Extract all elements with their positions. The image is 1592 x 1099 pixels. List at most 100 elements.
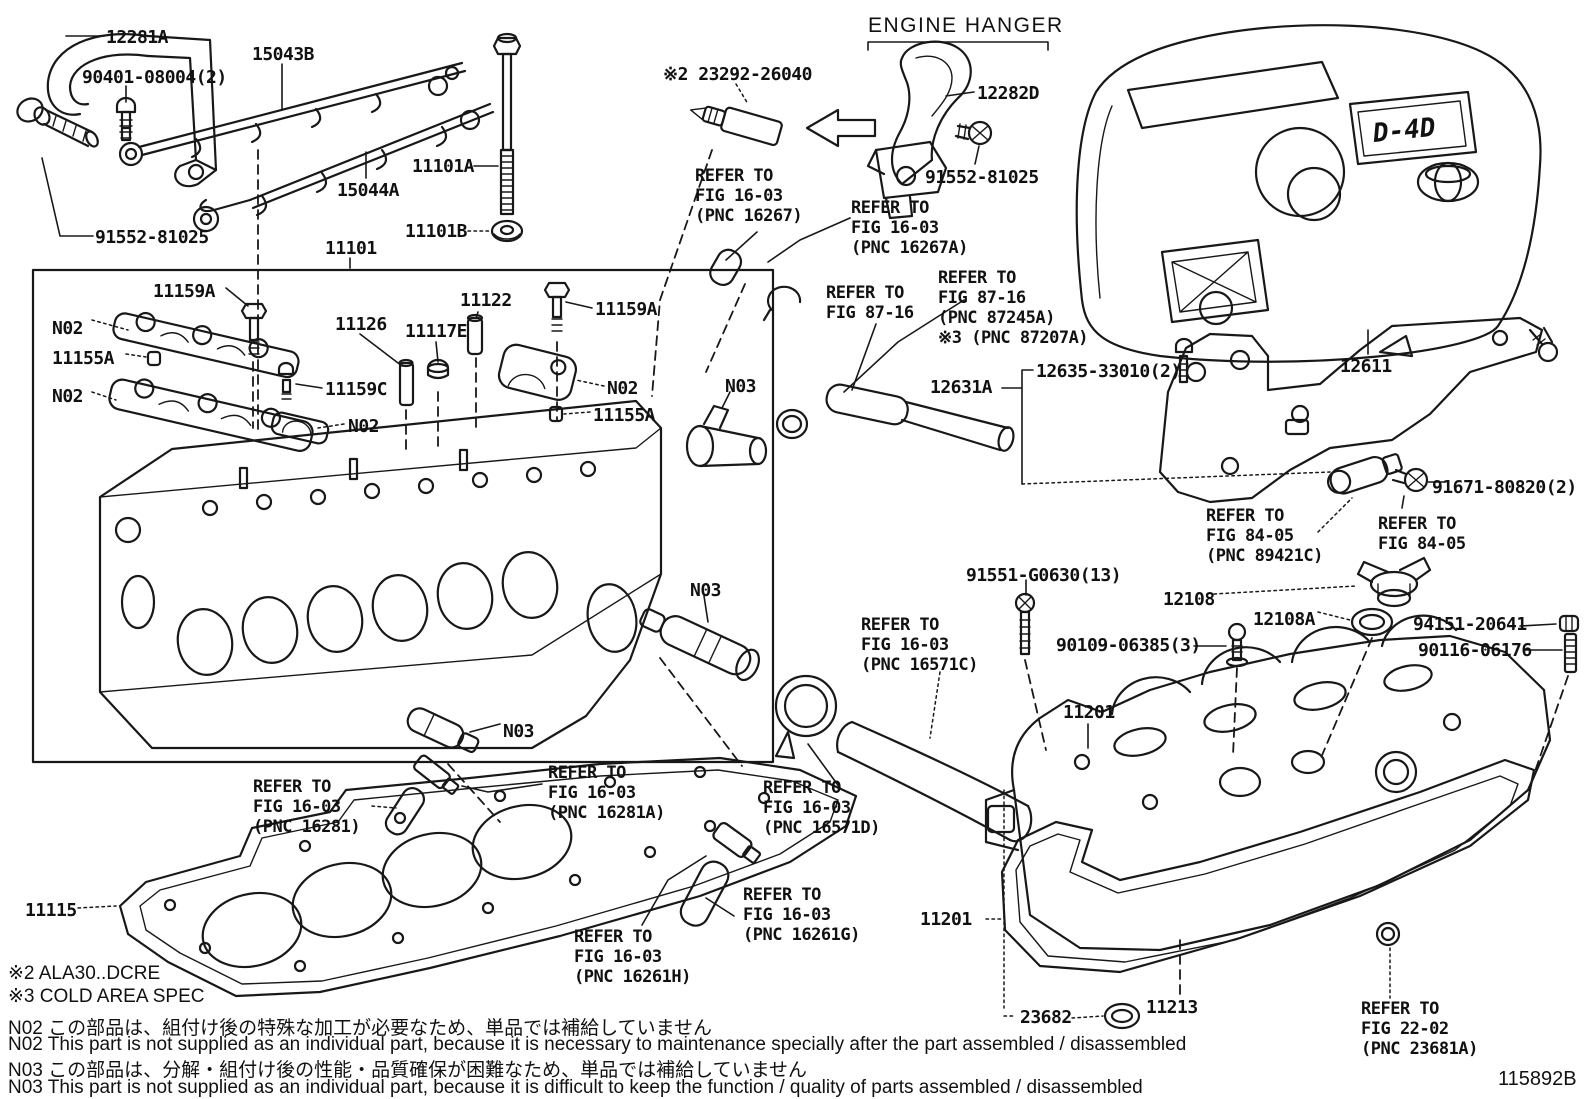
- drawing-washer-11101B: [490, 219, 524, 243]
- drawing-cam-sensor-89421C: [1326, 453, 1403, 495]
- drawing-rail-15043B: [118, 61, 467, 167]
- part-label-90116-06176: 90116-06176: [1418, 640, 1532, 661]
- drawing-water-pipe: [775, 383, 1015, 452]
- drawing-bolt-90401: [115, 96, 137, 142]
- part-label-91671-80820: 91671-80820(2): [1432, 477, 1577, 498]
- drawing-seal-12108A: [1350, 607, 1394, 637]
- note-spec3: ※3 COLD AREA SPEC: [8, 986, 205, 1007]
- arrow-icon: [805, 108, 877, 148]
- part-label-15044A: 15044A: [337, 180, 400, 201]
- drawing-bolt-91552-left: [16, 97, 99, 148]
- figure-code: 115892B: [1498, 1068, 1577, 1090]
- drawing-clamp-16261: [712, 821, 762, 864]
- part-label-11101: 11101: [325, 238, 377, 259]
- drawing-hose-16267: [709, 248, 802, 322]
- ref-fig16-03-pnc16261G: REFER TO FIG 16-03 (PNC 16261G): [743, 885, 860, 945]
- ref-fig84-05: REFER TO FIG 84-05: [1378, 514, 1466, 554]
- part-label-N02-3: N02: [348, 416, 380, 437]
- part-label-15043B: 15043B: [252, 44, 315, 65]
- note-n02-en: N02 This part is not supplied as an indi…: [8, 1034, 1187, 1055]
- ref-fig16-03-pnc16267A: REFER TO FIG 16-03 (PNC 16267A): [851, 198, 968, 258]
- part-label-12611: 12611: [1340, 356, 1392, 377]
- drawing-bolt-91552-right: [954, 120, 993, 146]
- drawing-injector-23292: [689, 105, 783, 147]
- drawing-rocker-shafts: [108, 311, 578, 452]
- part-label-11122: 11122: [460, 290, 512, 311]
- drawing-cover-gasket-11213: [1000, 758, 1536, 974]
- part-label-94151-20641: 94151-20641: [1413, 614, 1527, 635]
- part-label-11159C: 11159C: [325, 379, 388, 400]
- ref-fig22-02-pnc23681A: REFER TO FIG 22-02 (PNC 23681A): [1361, 999, 1478, 1059]
- drawing-rail-15044A: [192, 102, 495, 233]
- part-label-N02-2: N02: [52, 386, 84, 407]
- leader-lines: [41, 35, 1569, 1019]
- part-label-11213: 11213: [1146, 997, 1198, 1018]
- part-label-12108: 12108: [1163, 589, 1215, 610]
- part-label-23682: 23682: [1020, 1007, 1072, 1028]
- drawing-bolt-91671-upper: [1528, 326, 1559, 363]
- note-n03-en: N03 This part is not supplied as an indi…: [8, 1077, 1143, 1098]
- part-label-23292-26040: ※2 23292-26040: [663, 64, 812, 85]
- drawing-n03-sensor-mid: [639, 608, 761, 682]
- part-label-12281A: 12281A: [106, 27, 169, 48]
- ref-fig16-03-pnc16261H: REFER TO FIG 16-03 (PNC 16261H): [574, 927, 691, 987]
- note-n02-jp: N02 この部品は、組付け後の特殊な加工が必要なため、単品では補給していません: [8, 1018, 712, 1039]
- part-label-11201-left: 11201: [920, 909, 972, 930]
- drawing-bolt-12635: [1174, 337, 1194, 384]
- drawing-bolt-91671: [1391, 467, 1429, 493]
- part-label-N03-1: N03: [725, 376, 757, 397]
- drawing-bolt-91551: [1014, 592, 1036, 656]
- part-label-N02-4: N02: [607, 378, 639, 399]
- ref-fig16-03-pnc16281A: REFER TO FIG 16-03 (PNC 16281A): [548, 763, 665, 823]
- part-label-12282D: 12282D: [977, 83, 1040, 104]
- drawing-hook-12281A: [46, 33, 218, 188]
- ref-fig16-03-pnc16571D: REFER TO FIG 16-03 (PNC 16571D): [763, 778, 880, 838]
- part-label-11155A-left: 11155A: [52, 348, 115, 369]
- drawing-pipe-16281: [384, 786, 426, 836]
- part-label-11101B: 11101B: [405, 221, 468, 242]
- drawing-hose-clamp: [774, 674, 1033, 843]
- part-label-11101A: 11101A: [412, 156, 475, 177]
- drawing-oil-cap-12108: [1356, 556, 1432, 608]
- part-label-N03-3: N03: [503, 721, 535, 742]
- drawing-grommet-94151: [1558, 614, 1580, 633]
- part-label-12631A: 12631A: [930, 377, 993, 398]
- drawing-stud-90116: [1563, 632, 1578, 674]
- drawing-engine-cover: D-4D: [1075, 24, 1542, 363]
- drawing-oring-23682: [1103, 1002, 1141, 1030]
- part-label-11159A-right: 11159A: [595, 299, 658, 320]
- part-label-91552-81025-right: 91552-81025: [925, 167, 1039, 188]
- drawing-n03-sensor-bottom: [406, 707, 480, 754]
- drawing-cylinder-head: [98, 341, 663, 750]
- part-label-90401-08004: 90401-08004(2): [82, 67, 227, 88]
- note-spec2: ※2 ALA30..DCRE: [8, 963, 161, 984]
- ref-fig16-03-pnc16281: REFER TO FIG 16-03 (PNC 16281): [253, 777, 361, 837]
- drawing-engine-hanger: [866, 40, 972, 220]
- part-label-90109-06385: 90109-06385(3): [1056, 635, 1201, 656]
- drawing-n03-outlet: [685, 404, 768, 468]
- drawing-mount-bracket: [1158, 316, 1544, 504]
- part-label-11201-top: 11201: [1063, 702, 1115, 723]
- part-label-11117E: 11117E: [405, 321, 468, 342]
- ref-fig87-16-pnc87245A: REFER TO FIG 87-16 (PNC 87245A) ※3 (PNC …: [938, 268, 1089, 348]
- ref-fig87-16: REFER TO FIG 87-16: [826, 283, 914, 323]
- part-label-11126: 11126: [335, 314, 387, 335]
- drawing-box-small-parts: [240, 281, 571, 407]
- part-label-N02-1: N02: [52, 318, 84, 339]
- part-label-N03-2: N03: [690, 580, 722, 601]
- part-label-91552-81025-left: 91552-81025: [95, 227, 209, 248]
- ref-fig16-03-pnc16571C: REFER TO FIG 16-03 (PNC 16571C): [861, 615, 978, 675]
- part-label-11155A-right: 11155A: [593, 405, 656, 426]
- drawing-tube-16261G: [679, 860, 730, 927]
- part-label-11115: 11115: [25, 900, 77, 921]
- part-label-11159A-left: 11159A: [153, 281, 216, 302]
- ref-fig84-05-pnc89421C: REFER TO FIG 84-05 (PNC 89421C): [1206, 506, 1323, 566]
- ref-fig16-03-pnc16267: REFER TO FIG 16-03 (PNC 16267): [695, 166, 803, 226]
- cylinder-head-box-frame: [31, 268, 775, 764]
- d4d-badge-text: D-4D: [1371, 113, 1437, 149]
- part-label-91551-G0630: 91551-G0630(13): [966, 565, 1122, 586]
- drawing-bolt-16281A: [413, 754, 460, 795]
- part-label-12108A: 12108A: [1253, 609, 1316, 630]
